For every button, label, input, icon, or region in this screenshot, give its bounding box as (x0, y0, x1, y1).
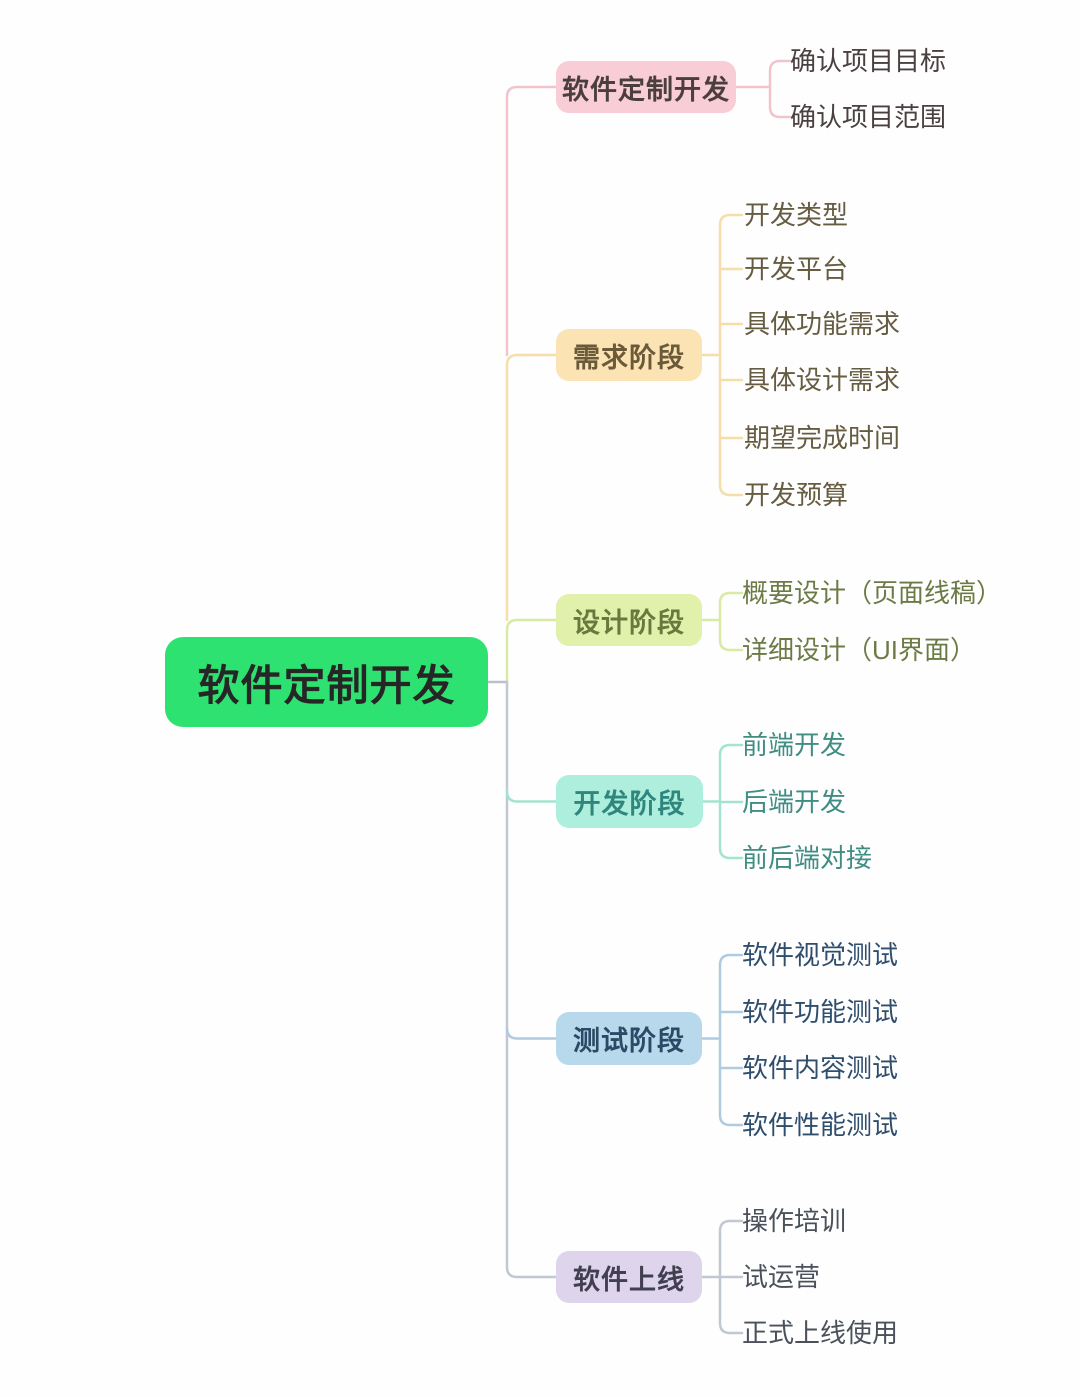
rail-requirements (700, 213, 744, 497)
branch-label: 设计阶段 (573, 607, 685, 638)
leaf-node[interactable]: 软件视觉测试 (742, 940, 899, 970)
leaf-node[interactable]: 期望完成时间 (744, 423, 901, 453)
link-branch-customization (505, 85, 558, 357)
leaf-node[interactable]: 试运营 (742, 1262, 821, 1292)
rail-development (701, 743, 744, 860)
leaf-node[interactable]: 概要设计（页面线稿） (742, 578, 1003, 608)
branch-node-launch[interactable]: 软件上线 (556, 1251, 702, 1303)
branch-label: 需求阶段 (573, 342, 685, 373)
leaf-node[interactable]: 前端开发 (742, 730, 847, 760)
leaf-node[interactable]: 详细设计（UI界面） (742, 635, 977, 665)
branch-label: 软件定制开发 (562, 74, 730, 105)
central-topic-label: 软件定制开发 (197, 661, 456, 709)
branch-label: 开发阶段 (573, 789, 686, 819)
leaf-node[interactable]: 软件性能测试 (742, 1110, 899, 1140)
leaf-node[interactable]: 开发平台 (744, 254, 849, 284)
link-branch-requirements (505, 353, 558, 622)
link-trunk-lower (505, 680, 558, 1279)
leaf-node[interactable]: 具体设计需求 (744, 365, 901, 395)
leaf-node[interactable]: 正式上线使用 (742, 1318, 899, 1348)
leaf-node[interactable]: 确认项目目标 (790, 46, 947, 76)
rail-design (700, 591, 744, 652)
link-branch-design (505, 618, 558, 684)
leaf-node[interactable]: 软件内容测试 (742, 1053, 899, 1083)
rail-testing (700, 953, 744, 1127)
leaf-node[interactable]: 确认项目范围 (790, 102, 947, 132)
leaf-node[interactable]: 开发预算 (744, 480, 849, 510)
branch-node-development[interactable]: 开发阶段 (556, 775, 703, 828)
branch-node-design[interactable]: 设计阶段 (556, 594, 702, 646)
central-topic-node[interactable]: 软件定制开发 (165, 637, 488, 727)
branch-node-customization[interactable]: 软件定制开发 (556, 61, 736, 113)
rail-customization (734, 59, 792, 119)
leaf-node[interactable]: 前后端对接 (742, 843, 873, 873)
leaf-node[interactable]: 操作培训 (742, 1206, 847, 1236)
leaf-node[interactable]: 具体功能需求 (744, 309, 901, 339)
branch-node-testing[interactable]: 测试阶段 (556, 1012, 702, 1065)
branch-node-requirements[interactable]: 需求阶段 (556, 329, 702, 381)
link-branch-testing (505, 1026, 558, 1040)
branch-label: 测试阶段 (573, 1026, 685, 1056)
branch-label: 软件上线 (573, 1264, 685, 1295)
link-branch-development (505, 789, 558, 803)
leaf-node[interactable]: 软件功能测试 (742, 997, 899, 1027)
rail-launch (700, 1219, 744, 1335)
leaf-node[interactable]: 开发类型 (744, 200, 849, 230)
leaf-node[interactable]: 后端开发 (742, 787, 847, 817)
